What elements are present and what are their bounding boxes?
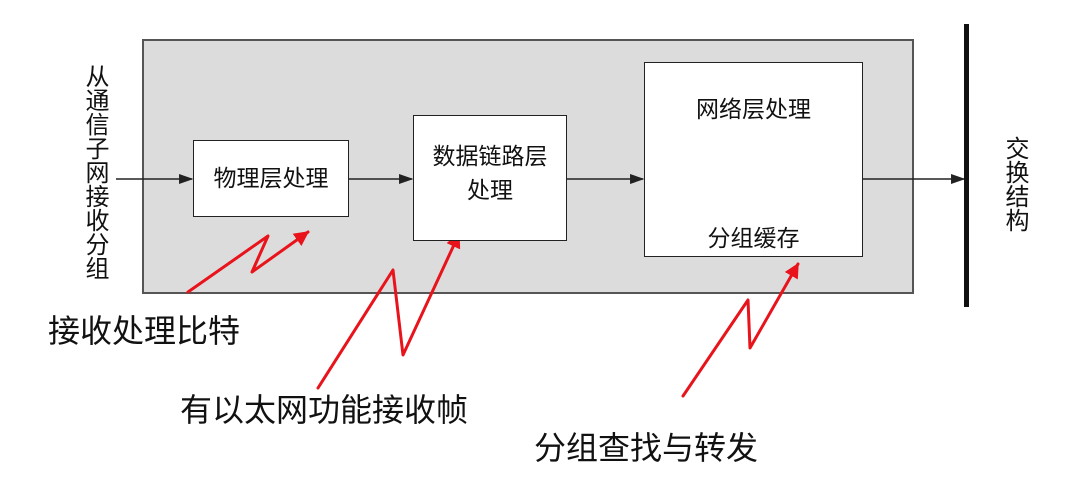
- physical-layer-label: 物理层处理: [213, 165, 329, 192]
- packet-buffer-label: 分组缓存: [707, 226, 800, 252]
- network-layer-box: 网络层处理 分组缓存: [644, 62, 863, 257]
- annotation-receive-bits: 接收处理比特: [48, 312, 241, 350]
- annotation-lookup-forward: 分组查找与转发: [534, 429, 759, 467]
- input-side-label: 从通信子网接收分组: [81, 64, 109, 280]
- network-layer-label: 网络层处理: [696, 97, 811, 123]
- datalink-layer-label-line1: 数据链路层: [432, 144, 548, 170]
- annotation-arrow-forwarding: [681, 262, 800, 398]
- datalink-layer-box: 数据链路层 处理: [413, 115, 567, 241]
- switch-fabric-label: 交换结构: [1001, 136, 1029, 232]
- annotation-arrow-bits: [186, 230, 310, 294]
- datalink-layer-label-line2: 处理: [467, 178, 513, 204]
- annotation-ethernet-frames: 有以太网功能接收帧: [180, 391, 469, 429]
- switch-fabric-bar: [964, 24, 969, 307]
- physical-layer-box: 物理层处理: [193, 140, 349, 217]
- annotation-arrow-frames: [316, 232, 461, 390]
